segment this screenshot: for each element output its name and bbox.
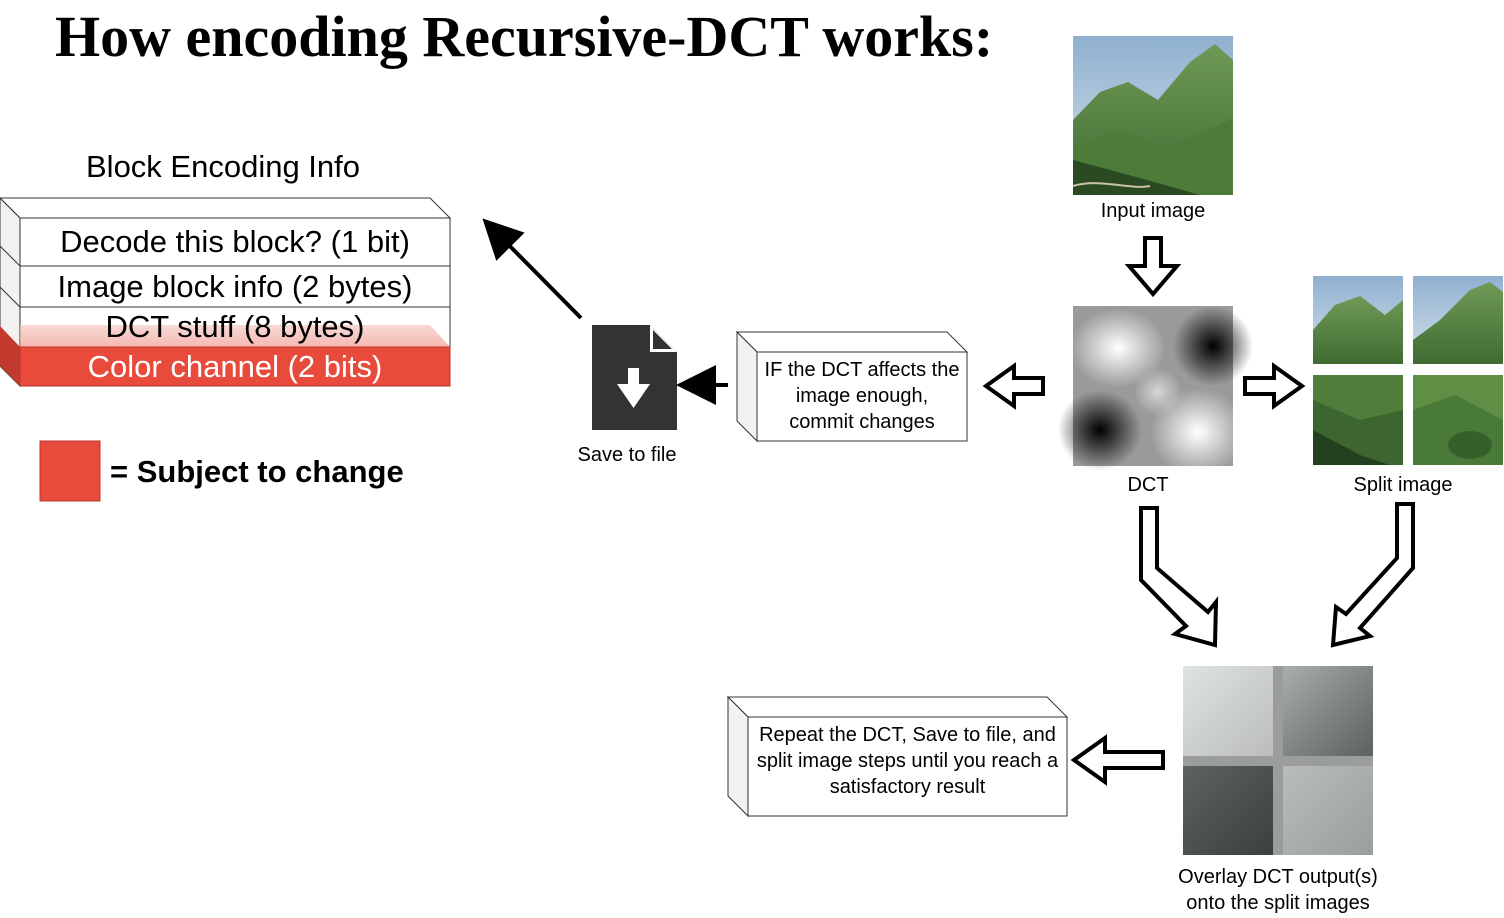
commit-box-text: IF the DCT affects the image enough, com… <box>764 359 960 433</box>
stack-top-face <box>0 197 452 219</box>
overlay-label: Overlay DCT output(s) onto the split ima… <box>1178 866 1378 914</box>
dct-label: DCT <box>1127 474 1169 496</box>
input-image-photo <box>1072 36 1233 195</box>
split-image-label: Split image <box>1353 474 1453 496</box>
repeat-box <box>726 695 1069 818</box>
dct-pattern <box>1058 306 1253 476</box>
split-tile-top-left <box>1313 276 1403 364</box>
row-label-dct-stuff: DCT stuff (8 bytes) <box>105 309 365 344</box>
commit-box <box>735 330 969 443</box>
page-title: How encoding Recursive-DCT works: <box>55 4 994 69</box>
stack-edge <box>0 245 21 267</box>
split-tile-top-right <box>1413 276 1503 364</box>
split-tile-bottom-right <box>1413 375 1503 465</box>
repeat-box-text: Repeat the DCT, Save to file, and split … <box>756 724 1059 798</box>
hollow-arrow-icon <box>1139 506 1219 648</box>
legend-text: = Subject to change <box>110 454 404 489</box>
hollow-arrow-icon <box>982 362 1045 410</box>
hollow-arrow-icon <box>1070 734 1165 786</box>
block-encoding-heading: Block Encoding Info <box>86 149 361 184</box>
save-to-file-label: Save to file <box>577 444 677 466</box>
hollow-arrow-icon <box>1243 362 1306 410</box>
file-download-icon[interactable] <box>592 325 677 430</box>
overlay-image <box>1183 666 1373 855</box>
split-tile-bottom-left <box>1313 375 1403 465</box>
row-label-color-channel: Color channel (2 bits) <box>87 349 383 384</box>
split-image-tiles <box>1313 276 1503 465</box>
legend-swatch <box>39 440 101 502</box>
hollow-arrow-icon <box>1330 502 1415 648</box>
stack-edge <box>0 286 21 308</box>
hollow-arrow-icon <box>1124 236 1182 298</box>
arrow-to-block-info <box>482 218 583 320</box>
block-encoding-stack <box>0 197 452 388</box>
row-label-image-block-info: Image block info (2 bytes) <box>57 269 413 304</box>
row-box-decode <box>19 217 451 267</box>
row-label-decode: Decode this block? (1 bit) <box>60 224 410 259</box>
red-row-top-face <box>20 325 450 347</box>
input-image-label: Input image <box>1100 200 1206 222</box>
red-row-side-face <box>0 326 20 386</box>
